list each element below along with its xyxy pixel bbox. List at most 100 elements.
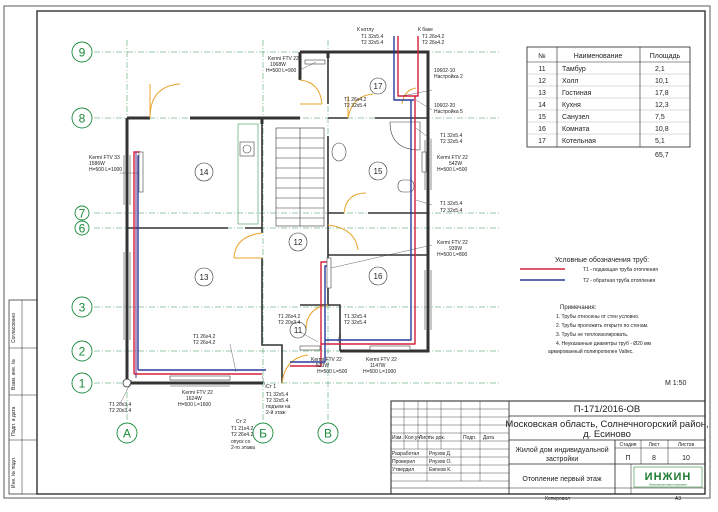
radiator-b16-model: Kermi FTV 22 bbox=[366, 357, 397, 363]
table-total: 65,7 bbox=[655, 152, 669, 159]
room-16-label: 16 bbox=[374, 272, 383, 281]
to-tank-t1: T1 26х4.2 bbox=[422, 34, 444, 40]
table-row-name: Кухня bbox=[562, 102, 581, 109]
radiator-13-power: 1624W bbox=[186, 396, 202, 402]
radiator-top bbox=[304, 59, 326, 65]
riser2-t2: T2 26х4.2 bbox=[231, 432, 253, 438]
riser1-t1: T1 32х5.4 bbox=[266, 392, 288, 398]
room-14-label: 14 bbox=[200, 168, 209, 177]
leader-lines bbox=[119, 61, 433, 405]
tb-sheet-title: Отопление первый этаж bbox=[522, 475, 601, 483]
axis-label-8: 8 bbox=[79, 112, 86, 126]
notes: Примечания: 1. Трубы относены от стен ус… bbox=[548, 305, 652, 355]
riser1-title: Ст 1 bbox=[266, 384, 276, 390]
room-17-label: 17 bbox=[374, 82, 383, 91]
room-12-label: 12 bbox=[294, 238, 303, 247]
pipe-13-t1: T1 26х4.2 bbox=[193, 334, 215, 340]
pipe-16-t2: T2 32х5.4 bbox=[344, 320, 366, 326]
table-row-name: Котельная bbox=[562, 138, 596, 145]
table-row-no: 15 bbox=[538, 114, 546, 121]
table-header-no: № bbox=[538, 53, 546, 60]
tb-sheet-head: Лист bbox=[649, 442, 661, 448]
valve1-setting: Настройка 2 bbox=[434, 73, 463, 80]
radiator-b16-size: H=500 L=1000 bbox=[363, 369, 396, 375]
axis-label-b: Б bbox=[259, 427, 267, 441]
company-logo: ИНЖИН Инжиниринговая компания bbox=[633, 466, 703, 488]
table-row-area: 17,8 bbox=[655, 90, 669, 97]
radiator-top-size: H=500 L=900 bbox=[266, 68, 297, 74]
tb-name: Ряузов Д. bbox=[429, 451, 451, 457]
radiator-15-model: Kermi FTV 22 bbox=[437, 155, 468, 161]
table-row-area: 10,8 bbox=[655, 126, 669, 133]
notes-title: Примечания: bbox=[560, 305, 597, 311]
legend-supply-label: T1 - подающая труба отопления bbox=[583, 267, 658, 273]
tb-col-head: Кол.уч bbox=[405, 435, 420, 441]
riser1-t2: T2 32х5.4 bbox=[266, 398, 288, 404]
axis-label-6: 6 bbox=[79, 222, 86, 236]
staircase bbox=[275, 127, 325, 227]
pipe-17-t2: T2 32х5.4 bbox=[344, 103, 366, 109]
radiator-15 bbox=[421, 151, 427, 173]
pipe-legend: Условные обозначения труб: T1 - подающая… bbox=[520, 256, 658, 284]
logo-subtitle: Инжиниринговая компания bbox=[649, 483, 687, 487]
tb-village: д. Есиново bbox=[583, 429, 631, 440]
to-boiler-t1: T1 32х5.4 bbox=[361, 34, 383, 40]
note-item: 2. Трубы проложить открыто по стенам. bbox=[556, 323, 648, 329]
table-row-area: 12,3 bbox=[655, 102, 669, 109]
riser2-t1: T1 21х4.2 bbox=[231, 426, 253, 432]
tb-sheets: 10 bbox=[682, 455, 690, 462]
room-markers: 14 13 12 15 16 17 11 bbox=[194, 77, 388, 339]
side-stamp-approved: Согласовано bbox=[11, 313, 17, 343]
note-item: армированный полипропилен Valtec. bbox=[548, 348, 634, 355]
room-11-label: 11 bbox=[294, 326, 303, 335]
tb-doc-code: П-171/2016-ОВ bbox=[574, 404, 641, 415]
pipe-a-t1: T1 20х3.4 bbox=[109, 402, 131, 408]
tb-col-head: Лист bbox=[419, 435, 431, 441]
table-row-name: Санузел bbox=[562, 114, 589, 121]
axis-label-7: 7 bbox=[79, 207, 86, 221]
tb-location: Московская область, Солнечногорский райо… bbox=[505, 419, 708, 430]
table-row-name: Комната bbox=[562, 126, 590, 133]
side-stamps: Согласовано Взам. инв. № Подп. и дата Ин… bbox=[8, 299, 38, 495]
to-tank-title: К баке bbox=[418, 27, 433, 33]
riser1-note2: 2-й этаж bbox=[266, 409, 286, 416]
table-row-area: 10,1 bbox=[655, 78, 669, 85]
tb-sheets-head: Листов bbox=[678, 442, 695, 448]
tb-sheet: 8 bbox=[652, 455, 656, 462]
axis-label-v: В bbox=[324, 427, 332, 441]
side-stamp-sign: Подп. и дата bbox=[11, 406, 17, 436]
valve2-code: 10602-20 bbox=[434, 103, 455, 109]
table-row-area: 7,5 bbox=[655, 114, 665, 121]
kitchen-counter bbox=[237, 123, 259, 225]
note-item: 3. Трубы не теплоизолировать. bbox=[556, 332, 628, 338]
valve2-setting: Настройка 5 bbox=[434, 108, 463, 115]
radiator-16-power: 939W bbox=[449, 246, 462, 252]
tb-role: Проверил bbox=[392, 459, 415, 465]
pipe-15a-t1: T1 32х5.4 bbox=[440, 133, 462, 139]
table-row-name: Гостиная bbox=[562, 90, 592, 97]
riser2-note1: опуск со bbox=[231, 439, 251, 445]
radiator-13 bbox=[169, 375, 231, 381]
radiator-11-power: 523W bbox=[316, 363, 329, 369]
axis-label-3: 3 bbox=[79, 301, 86, 315]
radiator-13-size: H=500 L=1600 bbox=[178, 402, 211, 408]
side-stamp-inventory: Инв. № подл. bbox=[11, 457, 17, 488]
pipe-11-t2: T2 20х3.4 bbox=[278, 320, 300, 326]
table-header-name: Наименование bbox=[574, 53, 623, 60]
radiator-b16-power: 1147W bbox=[370, 363, 386, 369]
pipe-17-t1: T1 26х4.2 bbox=[344, 97, 366, 103]
area-table: № Наименование Площадь 11 Тамбур 2,1 12 … bbox=[526, 46, 691, 159]
table-row-no: 11 bbox=[538, 66, 545, 73]
radiator-top-power: 1068W bbox=[270, 62, 286, 68]
table-row-no: 14 bbox=[538, 102, 546, 109]
to-tank-t2: T2 26х4.2 bbox=[422, 40, 444, 46]
room-15-label: 15 bbox=[374, 167, 383, 176]
radiators bbox=[138, 59, 427, 381]
radiator-11-model: Kermi FTV 22 bbox=[311, 357, 342, 363]
tb-format: А3 bbox=[675, 496, 681, 502]
inner-walls bbox=[127, 58, 428, 383]
radiator-14-power: 1586W bbox=[89, 161, 105, 167]
pipe-13-t2: T2 26х4.2 bbox=[193, 340, 215, 346]
radiator-top-model: Kermi FTV 22 bbox=[268, 56, 299, 62]
tb-stage-head: Стадия bbox=[619, 442, 636, 448]
